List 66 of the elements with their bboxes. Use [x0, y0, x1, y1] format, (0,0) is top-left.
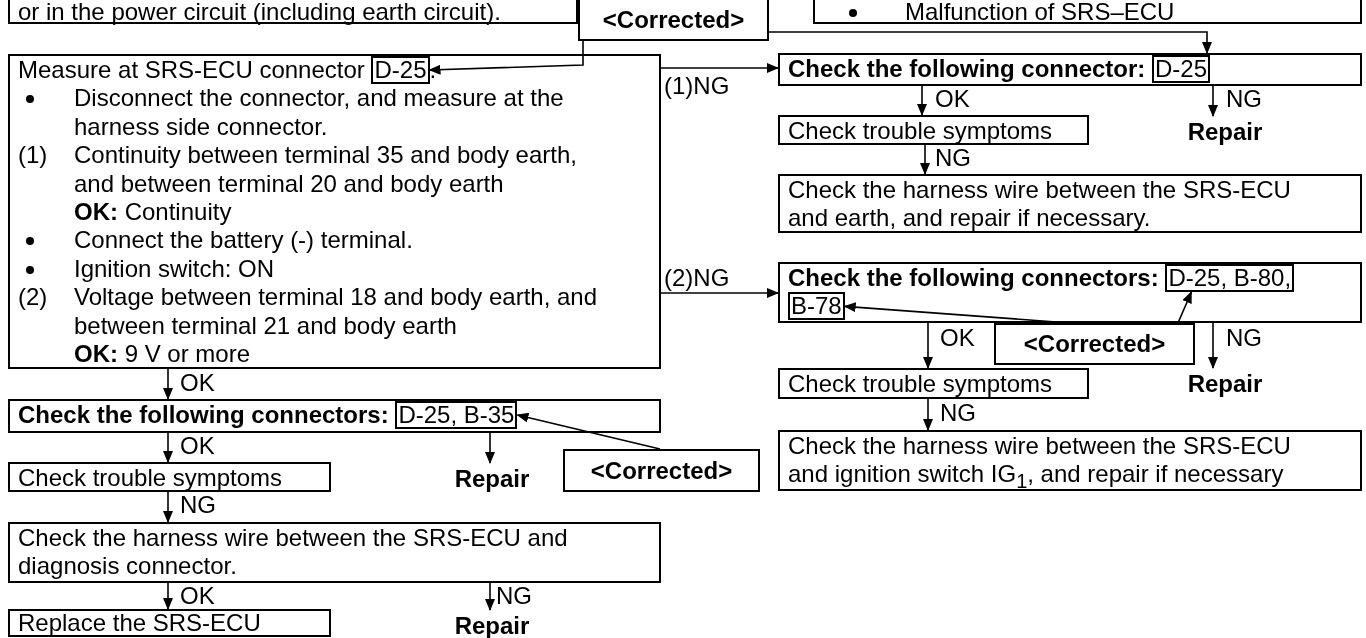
step-text: Connect the battery (-) terminal. — [74, 226, 413, 254]
step-text: Check the harness wire between the SRS-ECU and earth, and repair if necessary. — [788, 176, 1291, 232]
process-box — [778, 115, 1089, 145]
flow-arrow — [660, 288, 779, 298]
step-text: Check trouble symptoms — [788, 370, 1053, 397]
process-box — [778, 53, 1362, 86]
connector-code: D-25, B-80, — [1165, 264, 1295, 292]
flow-arrow — [163, 368, 173, 400]
result-text: Repair — [1180, 370, 1270, 398]
step-heading: Check the following connector: — [788, 55, 1146, 82]
item-number: (2) — [18, 283, 48, 312]
leader-arrow — [1177, 291, 1193, 324]
flow-arrow — [163, 432, 173, 463]
item-number: (1) — [18, 141, 48, 170]
process-box — [778, 368, 1089, 399]
flow-arrow — [660, 63, 779, 73]
leader-arrow — [428, 40, 584, 75]
process-box — [8, 54, 661, 369]
step-text: OK: 9 V or more — [74, 340, 251, 368]
flow-arrow — [1208, 85, 1218, 117]
step-text: Check trouble symptoms — [788, 117, 1053, 144]
process-box — [813, 0, 1362, 24]
step-text: Disconnect the connector, and measure at the harness side connector. — [74, 84, 564, 140]
step-text: Malfunction of SRS–ECU — [905, 0, 1175, 25]
note-box: <Corrected> — [994, 323, 1195, 365]
flow-arrow — [768, 31, 1212, 54]
step-text: Ignition switch: ON — [74, 254, 275, 282]
edge-label: (2)NG — [664, 266, 730, 290]
step-text: or in the power circuit (including earth circuit). — [18, 0, 501, 25]
step-text: Continuity between terminal 35 and body earth, and between terminal 20 and body earth — [74, 141, 577, 197]
result-text: Repair — [447, 465, 537, 493]
step-text: Voltage between terminal 18 and body earth, and between terminal 21 and body earth — [74, 283, 598, 339]
process-box — [8, 0, 578, 24]
flow-arrow — [923, 398, 933, 431]
connector-code: D-25, B-35 — [395, 401, 518, 429]
result-text: Repair — [1180, 118, 1270, 146]
connector-code: D-25 — [371, 56, 430, 84]
process-box — [778, 430, 1362, 491]
flow-arrow — [1208, 322, 1218, 369]
connector-code: B-78 — [788, 292, 845, 321]
step-text: Measure at SRS-ECU connector — [18, 56, 365, 83]
edge-label: (1)NG — [664, 74, 730, 98]
process-box — [778, 262, 1362, 323]
step-text: Check the harness wire between the SRS-ECU and ignition switch IG$_{1}$, and repair if necessary — [788, 432, 1291, 488]
flow-arrow — [485, 432, 495, 464]
connector-code: D-25 — [1152, 55, 1211, 83]
process-box — [778, 174, 1362, 233]
flow-arrow — [917, 85, 927, 116]
step-text: . — [429, 56, 437, 83]
flow-arrow — [485, 582, 495, 611]
note-box: <Corrected> — [578, 0, 769, 41]
process-box — [8, 609, 331, 637]
step-heading: Check the following connectors: — [788, 264, 1159, 291]
step-text: OK: Continuity — [74, 198, 232, 226]
process-box — [8, 462, 331, 492]
step-text: Replace the SRS-ECU — [18, 609, 261, 636]
flow-arrow — [923, 322, 933, 369]
step-heading: Check the following connectors: — [18, 401, 389, 428]
process-box — [8, 522, 661, 583]
flow-arrow — [920, 144, 930, 175]
step-text: Check the harness wire between the SRS-ECU and diagnosis connector. — [18, 524, 568, 580]
step-text: Check trouble symptoms — [18, 464, 283, 491]
process-box — [8, 399, 661, 433]
flow-arrow — [163, 582, 173, 610]
note-box: <Corrected> — [563, 449, 760, 492]
flow-arrow — [163, 491, 173, 523]
